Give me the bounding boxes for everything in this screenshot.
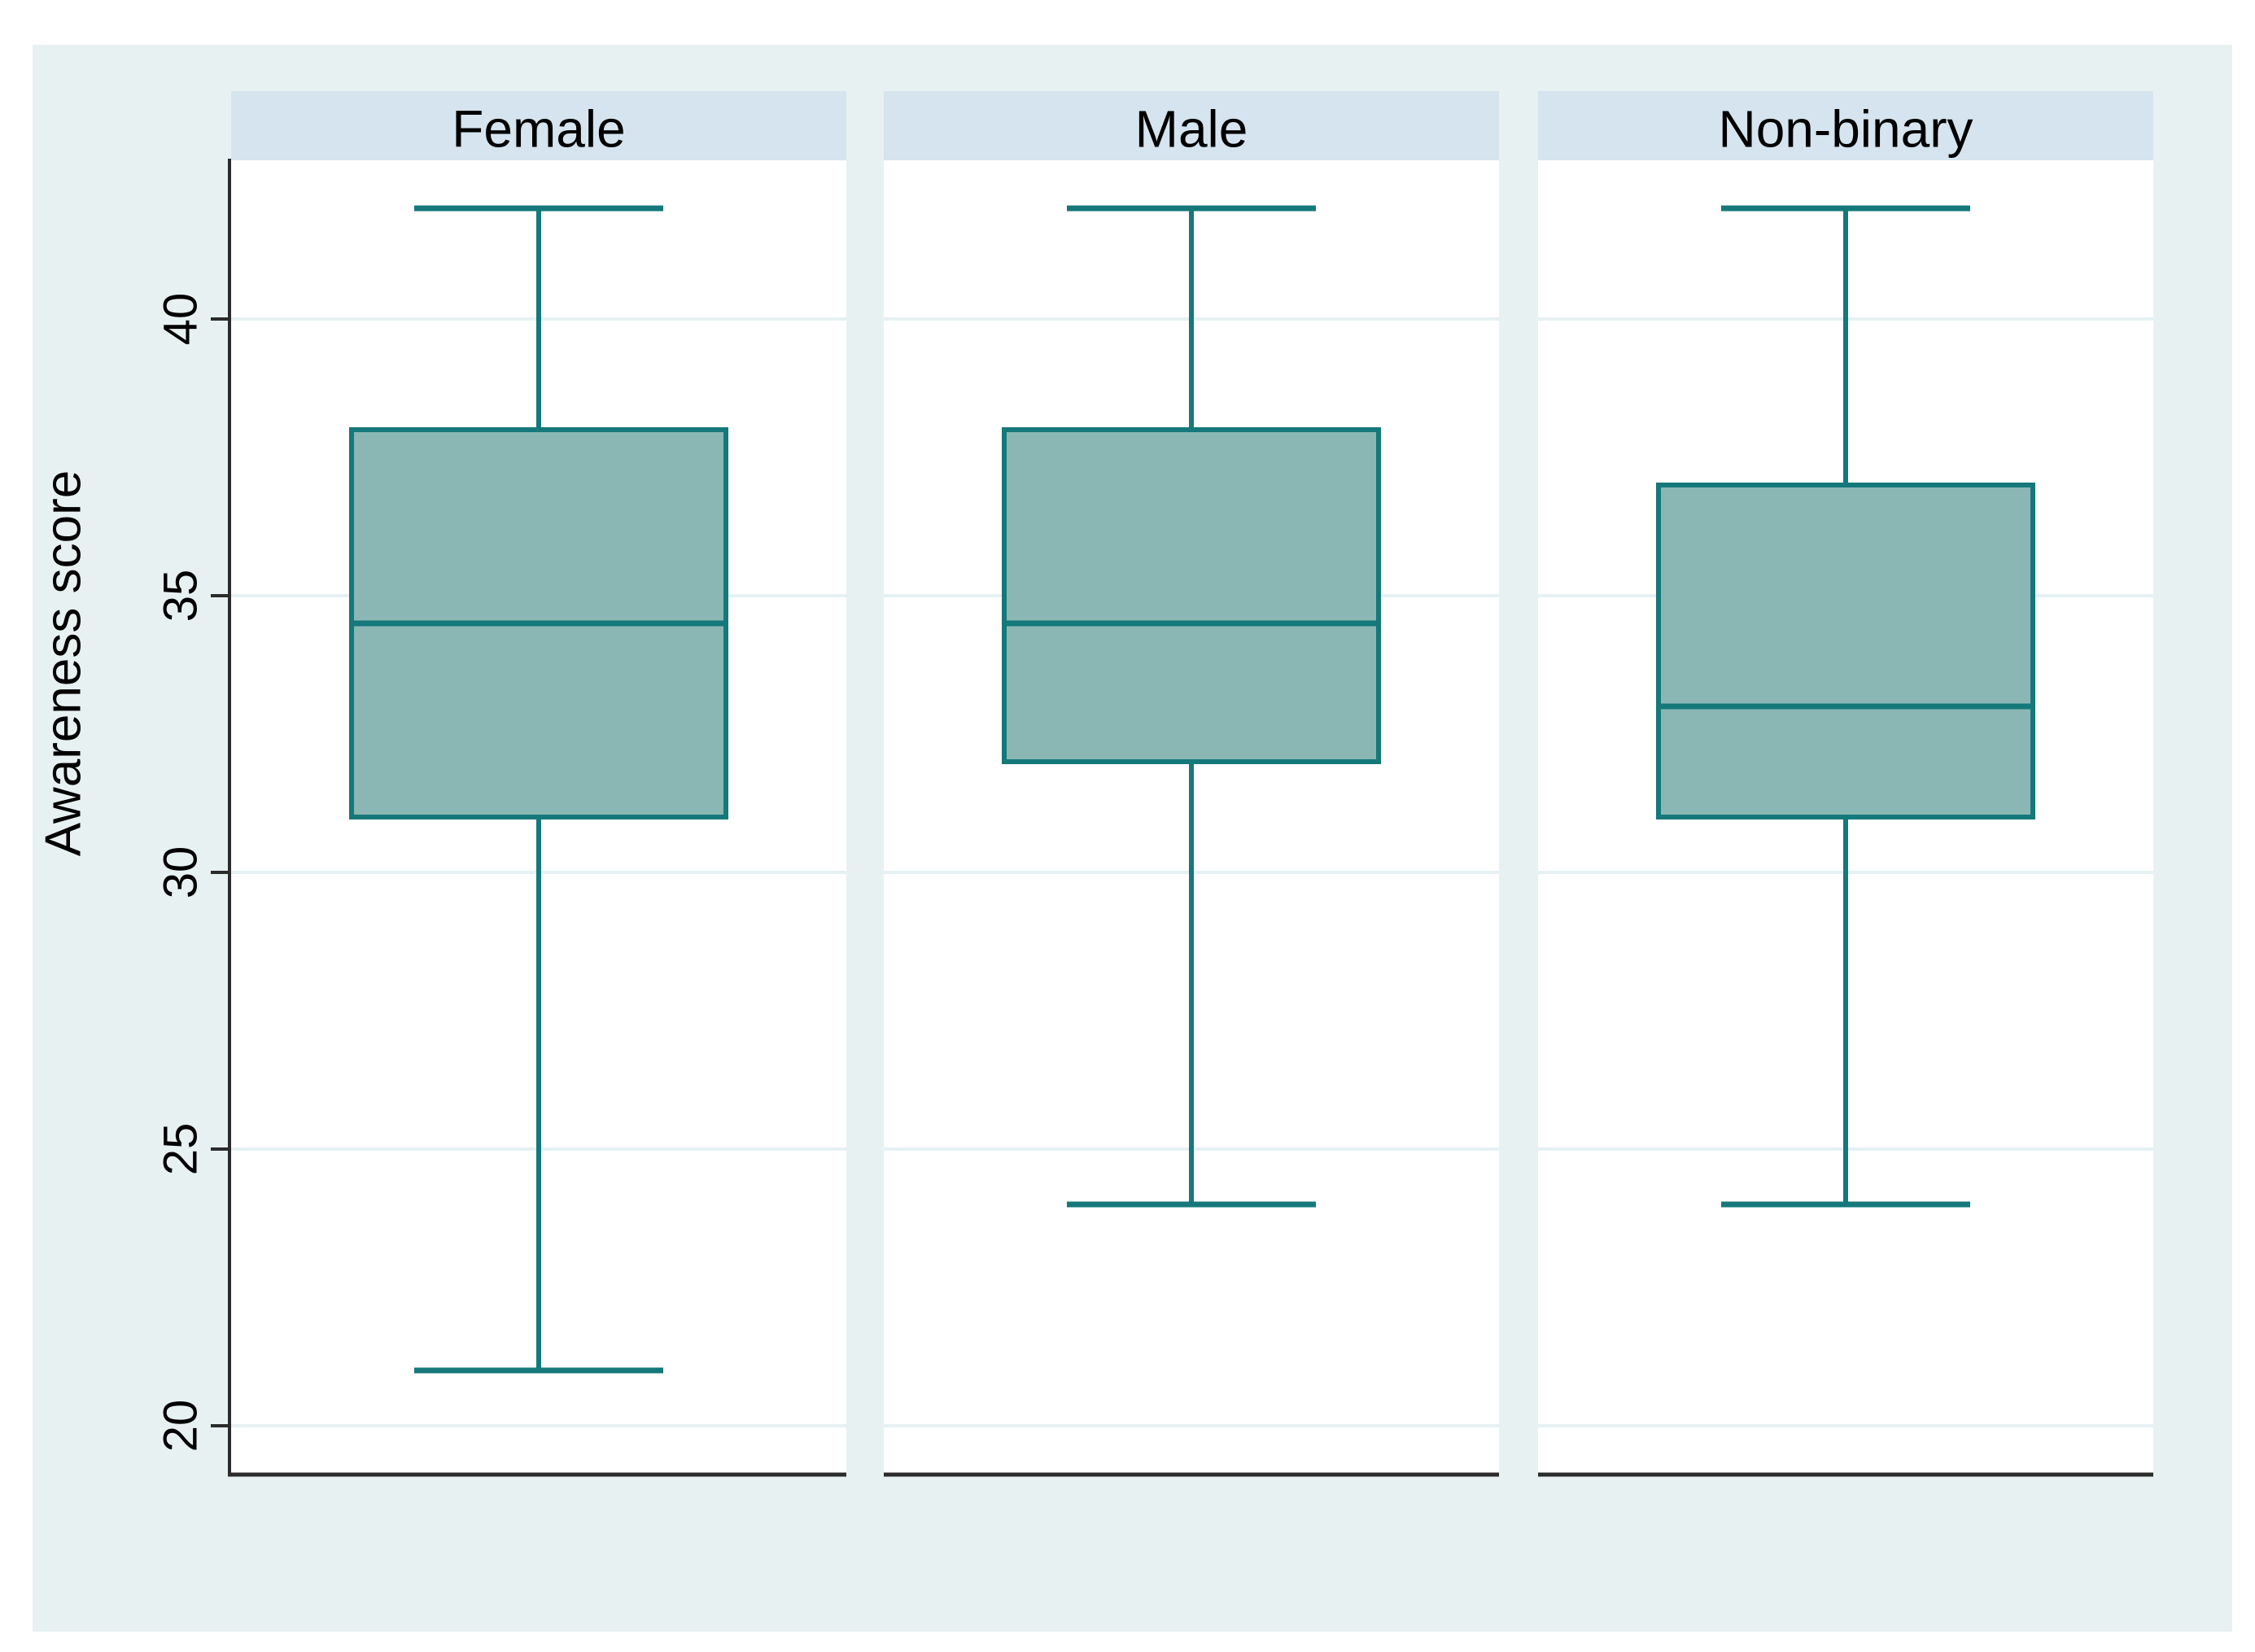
panel-header-label-non-binary: Non-binary (1718, 100, 1973, 159)
panel-header-non-binary (1538, 91, 2153, 160)
iqr-box-non-binary (1656, 483, 2035, 819)
iqr-box-male (1002, 427, 1381, 764)
y-tick-label-40: 40 (155, 293, 208, 346)
panel-header-male (884, 91, 1499, 160)
y-tick-label-35: 35 (155, 570, 208, 623)
y-tick-label-30: 30 (155, 846, 208, 899)
panel-header-label-female: Female (452, 100, 625, 159)
panel-header-label-male: Male (1135, 100, 1248, 159)
y-tick-label-20: 20 (155, 1400, 208, 1453)
y-axis-title: Awareness score (36, 470, 92, 856)
panel-header-female (231, 91, 846, 160)
y-tick-label-25: 25 (155, 1123, 208, 1176)
